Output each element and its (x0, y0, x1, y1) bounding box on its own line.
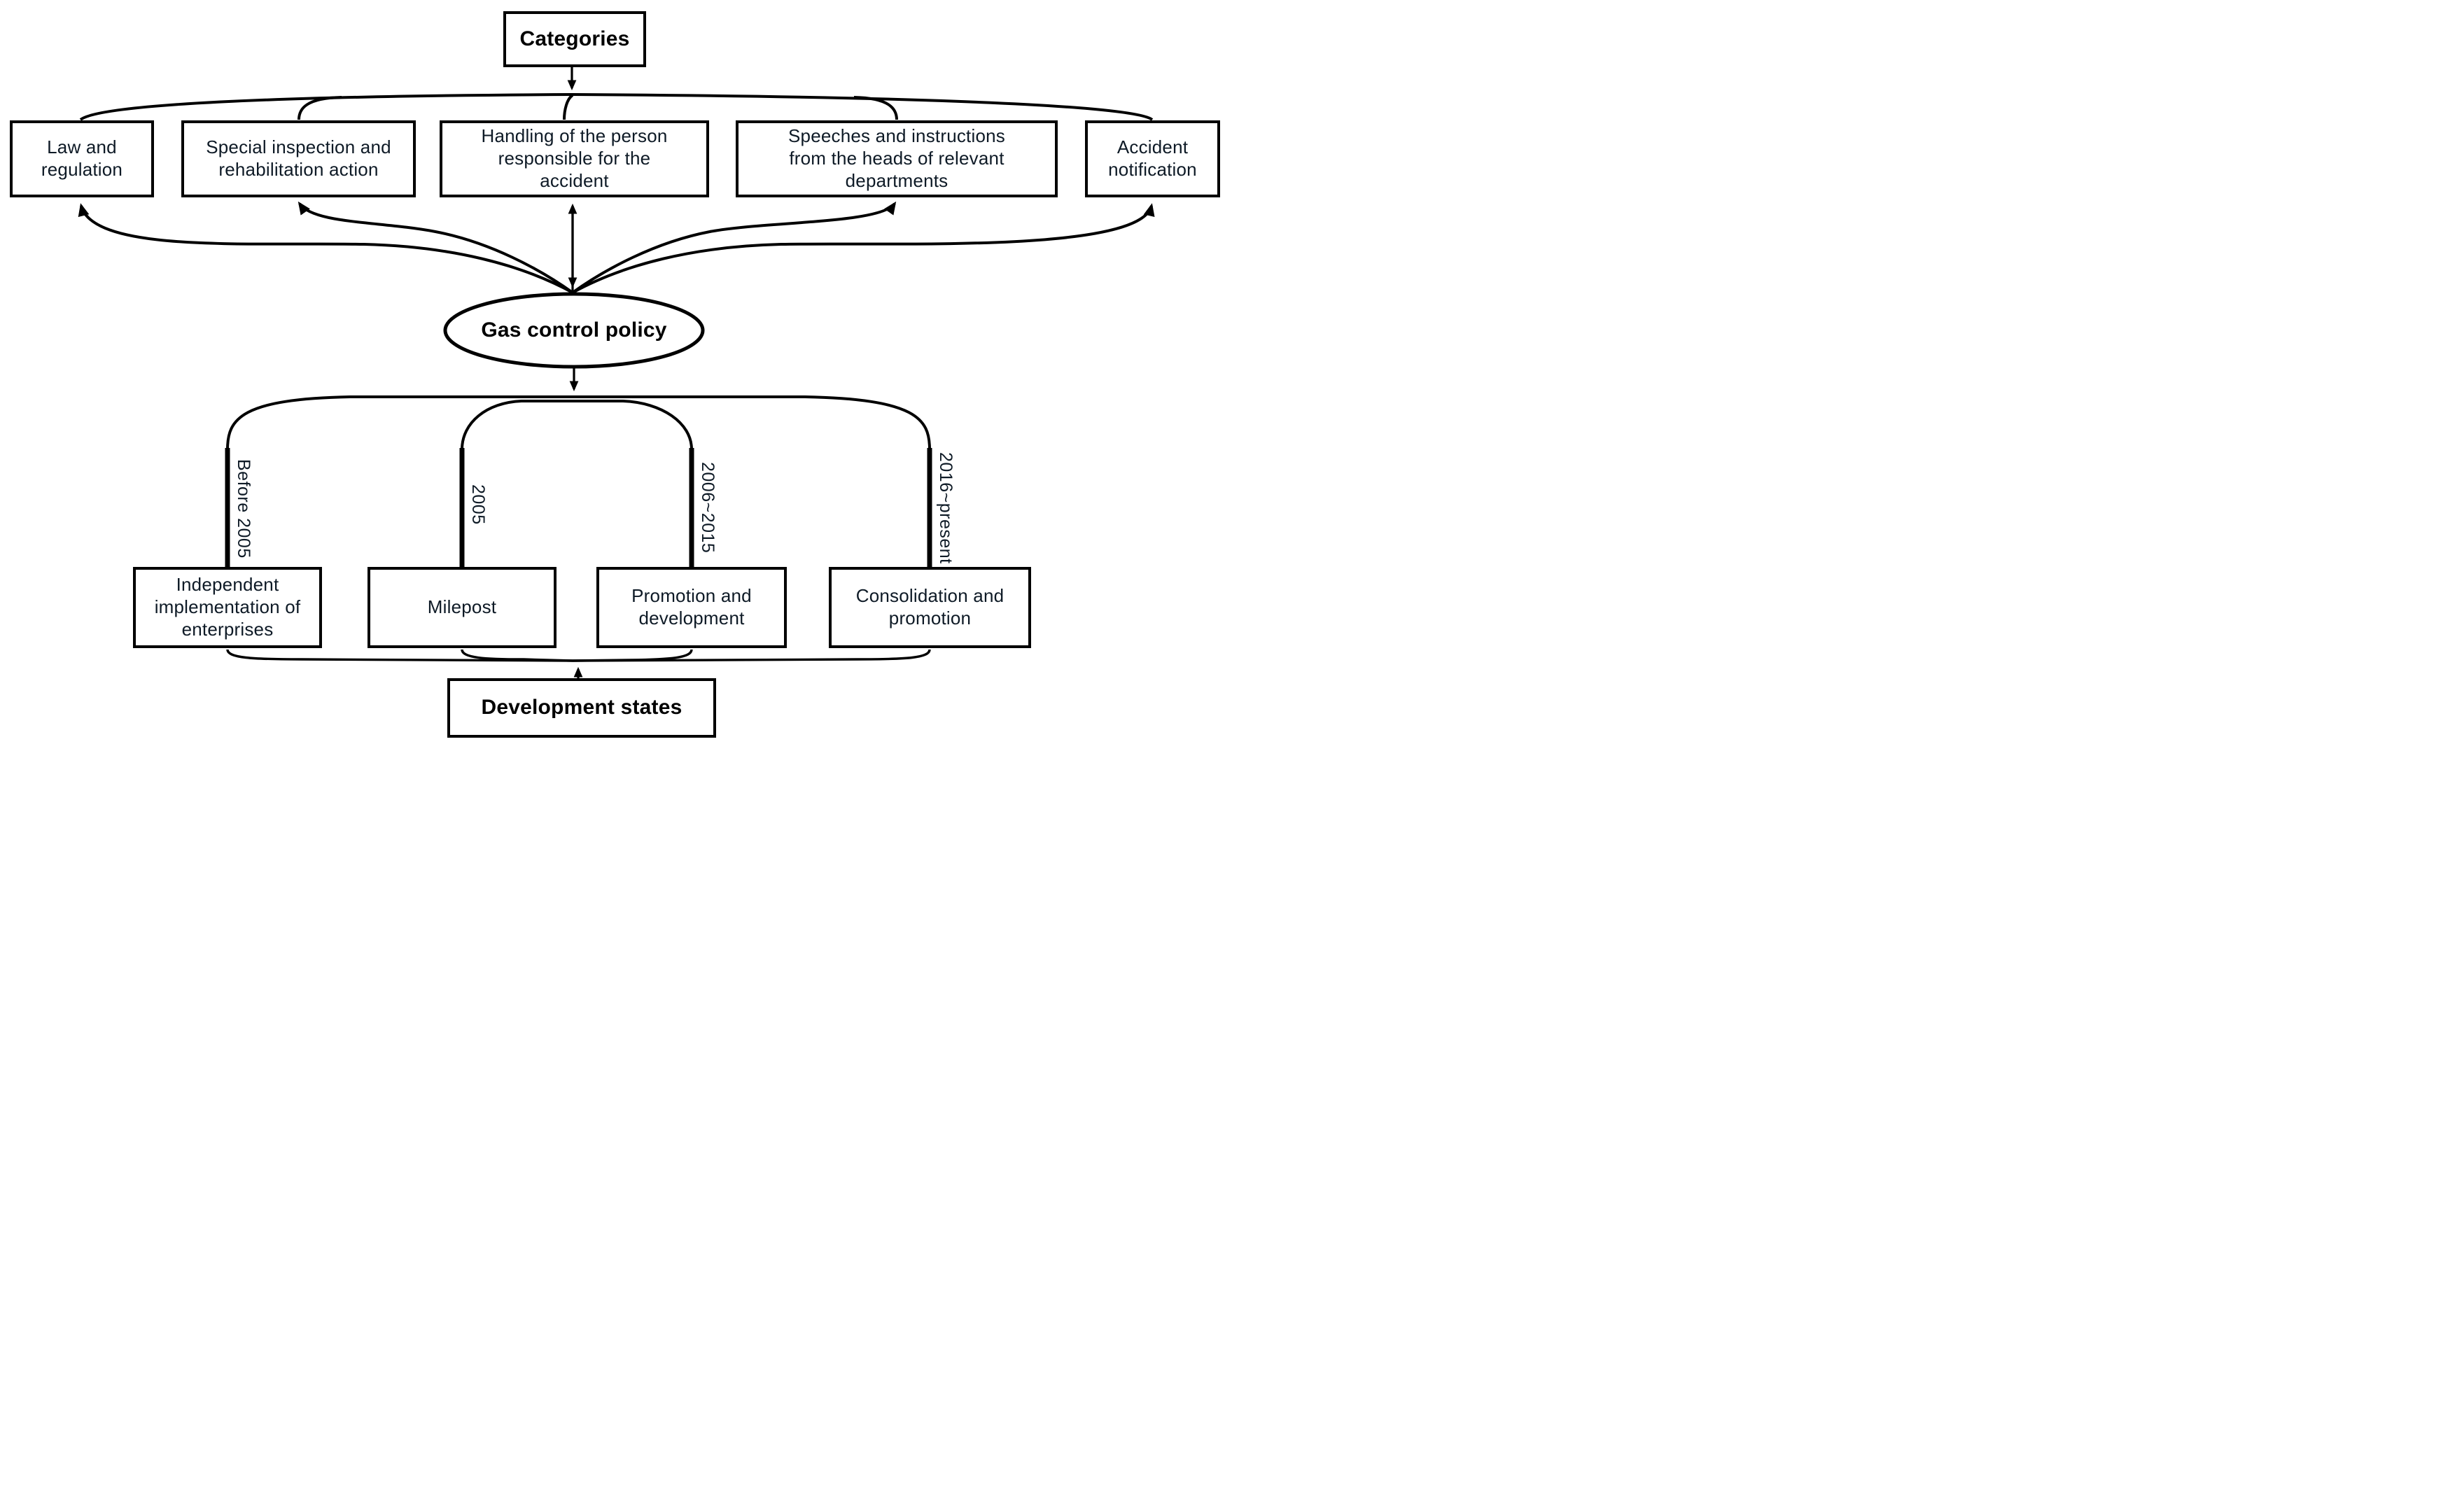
fan-arrow-special (298, 201, 574, 294)
converge-4 (572, 649, 931, 662)
state-box-independent-implementation: Independent implementation of enterprise… (133, 567, 322, 648)
fan-arrow-speeches (571, 201, 897, 294)
outer-bracket (226, 395, 931, 450)
timeline-period-2005: 2005 (468, 484, 488, 525)
fan-arrow-law (78, 203, 573, 294)
development-states-box: Development states (447, 678, 716, 738)
top-bracket-branch-3 (563, 94, 574, 120)
top-bracket-branch-2 (298, 96, 342, 120)
category-box-special-inspection: Special inspection and rehabilitation ac… (181, 120, 416, 197)
state-box-consolidation-promotion: Consolidation and promotion (829, 567, 1031, 648)
converge-2 (461, 649, 573, 662)
top-bracket (79, 93, 1154, 121)
inner-bracket (461, 400, 693, 450)
category-box-speeches-instructions: Speeches and instructions from the heads… (736, 120, 1058, 197)
category-box-accident-notification: Accident notification (1085, 120, 1220, 197)
connector-lines (78, 67, 1155, 678)
state-box-promotion-development: Promotion and development (596, 567, 787, 648)
timeline-brackets (226, 395, 931, 450)
bottom-converge (226, 649, 931, 662)
fan-arrows (78, 201, 1155, 294)
timeline-period-2006-2015: 2006~2015 (698, 462, 718, 554)
gas-control-policy-label: Gas control policy (481, 318, 667, 342)
fan-arrow-accident (572, 203, 1155, 294)
timeline-period-2016-present: 2016~present (936, 452, 955, 564)
diagram-canvas: Categories Law and regulation Special in… (0, 0, 1232, 751)
timeline-period-before-2005: Before 2005 (234, 459, 253, 559)
converge-1 (226, 649, 573, 662)
top-bracket-branch-4 (853, 96, 898, 120)
timeline-bars (225, 448, 932, 568)
category-box-handling-person: Handling of the person responsible for t… (440, 120, 709, 197)
state-box-milepost: Milepost (368, 567, 556, 648)
top-bracket-left-arc (79, 93, 573, 121)
category-box-law-and-regulation: Law and regulation (10, 120, 154, 197)
categories-box: Categories (503, 11, 646, 67)
top-bracket-right-arc (572, 93, 1154, 121)
